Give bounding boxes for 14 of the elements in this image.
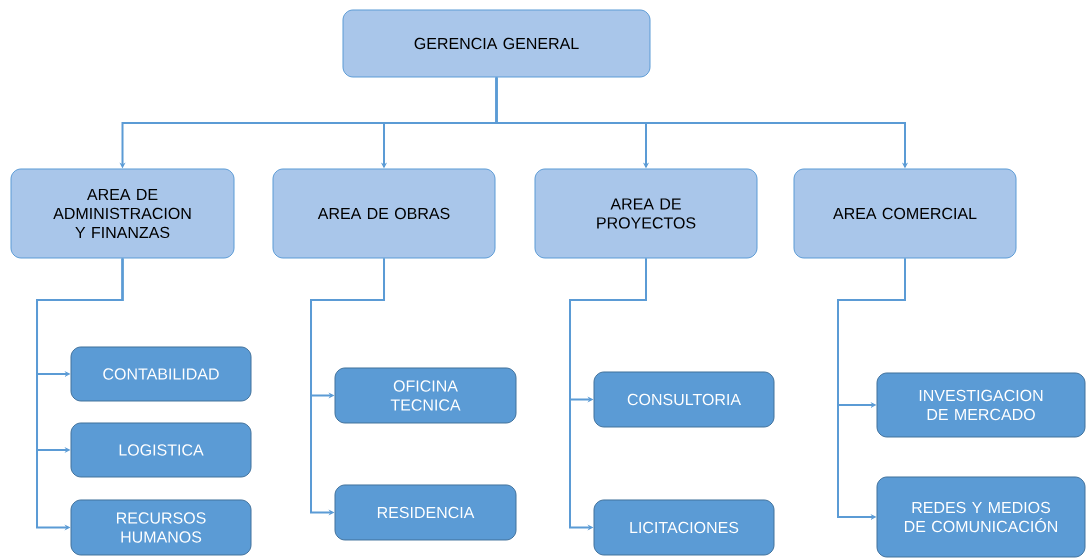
- department-box: LICITACIONES: [593, 499, 775, 556]
- department-box: RESIDENCIA: [334, 484, 517, 541]
- department-box: CONSULTORIA: [593, 371, 775, 428]
- area-box: AREA COMERCIAL: [793, 168, 1017, 259]
- area-box: AREA DE ADMINISTRACION Y FINANZAS: [10, 168, 235, 259]
- department-box: LOGISTICA: [70, 422, 252, 478]
- department-box: REDES Y MEDIOS DE COMUNICACIÓN: [876, 476, 1086, 558]
- area-box: AREA DE PROYECTOS: [534, 168, 758, 259]
- department-box: INVESTIGACION DE MERCADO: [876, 372, 1086, 438]
- department-box: CONTABILIDAD: [70, 346, 252, 402]
- area-box: AREA DE OBRAS: [272, 168, 496, 259]
- department-box: OFICINA TECNICA: [334, 367, 517, 424]
- top-box: GERENCIA GENERAL: [342, 9, 651, 78]
- department-box: RECURSOS HUMANOS: [70, 499, 252, 556]
